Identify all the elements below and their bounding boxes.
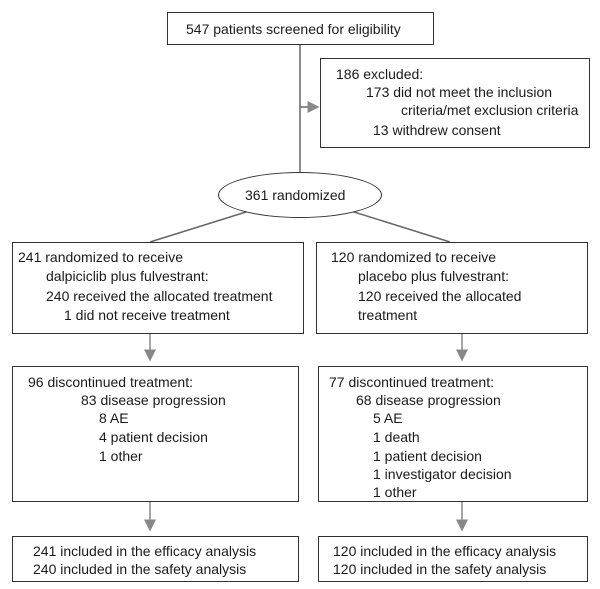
randomized-ellipse: 361 randomized: [218, 172, 382, 218]
right-discontinued-item: 1 patient decision: [373, 448, 482, 464]
right-analysis-box: 120 included in the efficacy analysis 12…: [318, 536, 588, 582]
connector-randomized-to-right: [337, 206, 451, 243]
excluded-box: 186 excluded: 173 did not meet the inclu…: [320, 58, 590, 148]
left-discontinued-title: 96 discontinued treatment:: [28, 374, 193, 390]
excluded-title: 186 excluded:: [336, 66, 424, 82]
right-discontinued-box: 77 discontinued treatment: 68 disease pr…: [318, 366, 588, 502]
right-analysis-efficacy: 120 included in the efficacy analysis: [333, 543, 557, 559]
left-analysis-efficacy: 241 included in the efficacy analysis: [33, 543, 257, 559]
right-discontinued-item: 68 disease progression: [356, 392, 501, 408]
left-alloc-line-4: 1 did not receive treatment: [64, 307, 230, 323]
right-discontinued-item: 1 death: [373, 429, 420, 445]
left-discontinued-item: 8 AE: [99, 410, 129, 426]
excluded-line-2: criteria/met exclusion criteria: [401, 102, 579, 118]
left-alloc-line-3: 240 received the allocated treatment: [46, 288, 273, 304]
right-allocation-box: 120 randomized to receive placebo plus f…: [316, 242, 588, 334]
right-discontinued-item: 1 other: [373, 484, 417, 500]
screened-box: 547 patients screened for eligibility: [167, 12, 434, 45]
right-alloc-line-3: 120 received the allocated: [358, 288, 522, 304]
right-discontinued-title: 77 discontinued treatment:: [329, 374, 494, 390]
screened-text: 547 patients screened for eligibility: [186, 21, 401, 37]
left-alloc-line-1: 241 randomized to receive: [18, 249, 183, 265]
connector-randomized-to-left: [149, 206, 263, 243]
right-alloc-line-1: 120 randomized to receive: [331, 249, 496, 265]
right-discontinued-item: 5 AE: [373, 410, 403, 426]
left-analysis-box: 241 included in the efficacy analysis 24…: [12, 536, 299, 582]
excluded-line-3: 13 withdrew consent: [373, 122, 501, 138]
right-alloc-line-4: treatment: [358, 307, 418, 323]
randomized-text: 361 randomized: [245, 187, 346, 203]
left-analysis-safety: 240 included in the safety analysis: [33, 561, 247, 577]
left-discontinued-item: 4 patient decision: [99, 429, 208, 445]
excluded-line-1: 173 did not meet the inclusion: [366, 84, 553, 100]
left-discontinued-box: 96 discontinued treatment: 83 disease pr…: [12, 366, 299, 502]
right-analysis-safety: 120 included in the safety analysis: [333, 561, 547, 577]
left-allocation-box: 241 randomized to receive dalpiciclib pl…: [12, 242, 304, 334]
left-discontinued-item: 83 disease progression: [81, 392, 226, 408]
right-discontinued-item: 1 investigator decision: [373, 466, 512, 482]
left-discontinued-item: 1 other: [99, 448, 143, 464]
left-alloc-line-2: dalpiciclib plus fulvestrant:: [46, 268, 209, 284]
right-alloc-line-2: placebo plus fulvestrant:: [358, 268, 509, 284]
